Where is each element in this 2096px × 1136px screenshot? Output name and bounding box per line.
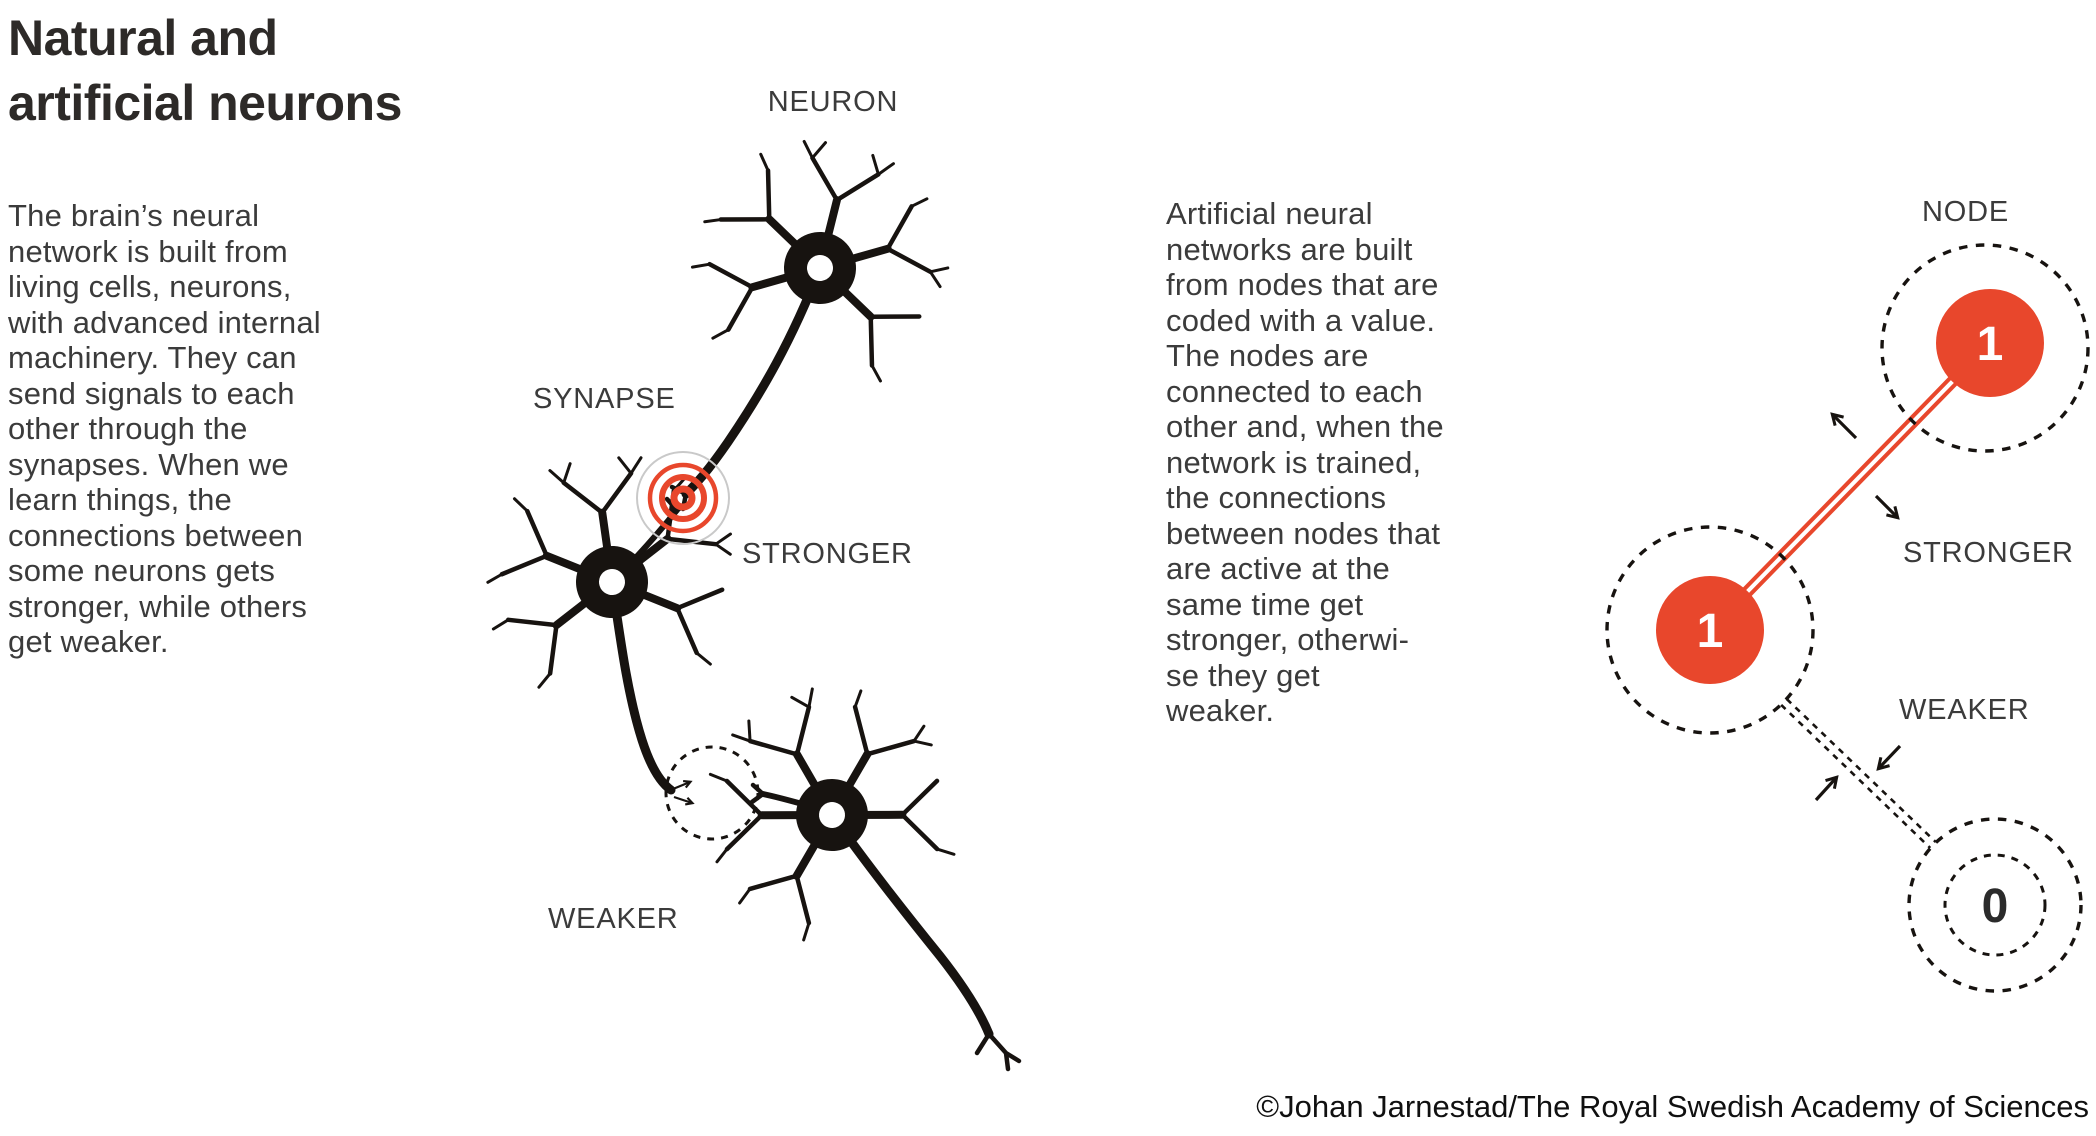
paragraph-line: are active at the [1166, 551, 1390, 586]
label-weaker-natural: WEAKER [548, 903, 679, 935]
paragraph-line: living cells, neurons, [8, 269, 292, 304]
natural-neurons-illustration [470, 40, 1022, 1072]
paragraph-line: networks are built [1166, 231, 1413, 267]
paragraph-line: other and, when the [1166, 409, 1444, 444]
neuron-1 [669, 119, 970, 512]
paragraph-line: synapses. When we [8, 446, 289, 482]
paragraph-line: same time get [1166, 586, 1364, 622]
page-title: Natural and artificial neurons [8, 6, 402, 136]
paragraph-line: The brain’s neural [8, 198, 260, 233]
paragraph-line: the connections [1166, 480, 1387, 515]
neuron-3 [663, 646, 1022, 1072]
synapse-strong-icon [636, 451, 730, 545]
node-left: 1 [1605, 525, 1815, 735]
stronger-arrows [1830, 412, 1900, 520]
paragraph-line: with advanced internal [8, 304, 321, 340]
paragraph-line: stronger, while others [8, 588, 308, 624]
paragraph-line: connected to each [1166, 373, 1423, 409]
paragraph-line: between nodes that [1166, 515, 1441, 551]
label-stronger-artificial: STRONGER [1903, 537, 2074, 569]
paragraph-line: some neurons gets [8, 553, 276, 588]
paragraph-line: machinery. They can [8, 340, 297, 375]
weaker-connection [1780, 698, 1937, 849]
label-weaker-artificial: WEAKER [1899, 694, 2030, 726]
node-top: 1 [1880, 243, 2090, 453]
label-synapse: SYNAPSE [533, 383, 676, 415]
weaker-arrows [1814, 744, 1902, 802]
artificial-paragraph: Artificial neural networks are built fro… [1166, 196, 1596, 729]
node-bottom-value: 0 [1982, 880, 2009, 933]
paragraph-line: se they get [1166, 657, 1320, 693]
paragraph-line: network is built from [8, 233, 288, 269]
paragraph-line: network is trained, [1166, 444, 1422, 480]
paragraph-line: Artificial neural [1166, 196, 1373, 231]
title-line-2: artificial neurons [8, 75, 402, 131]
node-top-value: 1 [1977, 318, 2004, 371]
paragraph-line: The nodes are [1166, 338, 1369, 373]
paragraph-line: connections between [8, 517, 304, 553]
natural-paragraph: The brain’s neural network is built from… [8, 198, 478, 660]
paragraph-line: get weaker. [8, 624, 169, 659]
paragraph-line: learn things, the [8, 482, 232, 517]
title-line-1: Natural and [8, 10, 278, 66]
credit-line: ©Johan Jarnestad/The Royal Swedish Acade… [1256, 1089, 2089, 1124]
paragraph-line: stronger, otherwi- [1166, 622, 1410, 657]
synapse-weak-icon [664, 745, 760, 841]
artificial-network-illustration: 1 1 0 [1605, 243, 2090, 993]
paragraph-line: coded with a value. [1166, 302, 1436, 338]
label-neuron: NEURON [767, 86, 899, 118]
label-stronger-natural: STRONGER [742, 538, 913, 570]
paragraph-line: from nodes that are [1166, 267, 1439, 302]
label-node: NODE [1922, 196, 2009, 228]
node-left-value: 1 [1697, 605, 1724, 658]
stronger-connection [1705, 338, 1995, 635]
paragraph-line: weaker. [1166, 693, 1275, 728]
paragraph-line: send signals to each [8, 375, 295, 411]
node-bottom: 0 [1907, 817, 2083, 993]
paragraph-line: other through the [8, 411, 248, 446]
